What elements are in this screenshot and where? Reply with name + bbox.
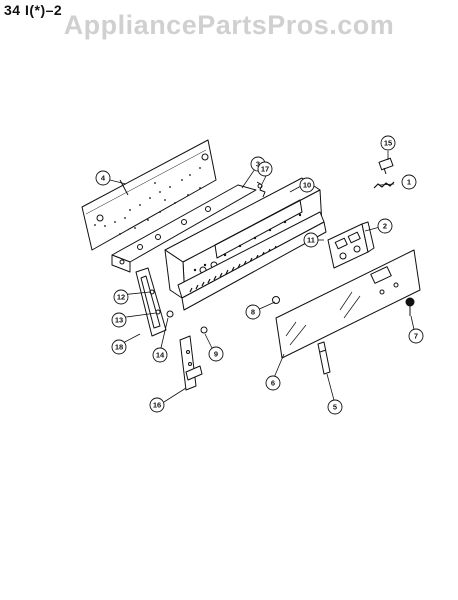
callout-2: 2 [383,222,387,231]
callout-3: 3 [256,160,260,169]
callout-18: 18 [115,343,123,352]
callout-4: 4 [101,174,106,183]
part-trim-strip [177,211,327,311]
watermark: AppliancePartsPros.com [63,10,395,40]
callout-7: 7 [414,332,418,341]
part-spring-clip [256,181,266,198]
part-probe [373,157,395,189]
callout-9: 9 [214,350,218,359]
callout-1: 1 [407,178,411,187]
part-fasteners [149,289,208,334]
part-hinge-bracket [179,335,203,391]
part-rear-panel [81,139,217,251]
callout-13: 13 [115,316,123,325]
callout-8: 8 [251,308,255,317]
callout-10: 10 [303,181,311,190]
callout-15: 15 [384,139,392,148]
part-side-bracket [135,267,167,337]
callout-17: 17 [261,165,269,174]
callout-14: 14 [156,351,165,360]
part-knob [405,297,415,316]
callout-5: 5 [333,403,337,412]
callout-11: 11 [307,236,315,245]
part-small-bracket [317,341,331,375]
part-switch-module [327,221,375,269]
part-upper-bracket [111,184,257,273]
page-code: 34 I(*)–2 [4,2,63,18]
part-front-glass [275,249,421,359]
callout-16: 16 [153,401,161,410]
callout-12: 12 [117,293,125,302]
callout-6: 6 [271,379,275,388]
